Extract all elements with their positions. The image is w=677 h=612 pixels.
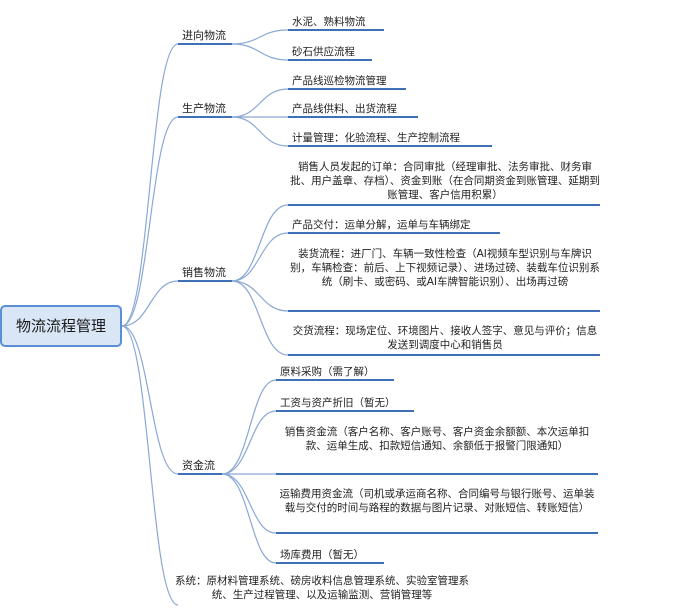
- production-item-metering: 计量管理：化验流程、生产控制流程: [292, 132, 460, 144]
- branch-inbound-logistics: 进向物流: [182, 29, 226, 42]
- production-item-supply: 产品线供料、出货流程: [292, 103, 397, 115]
- sales-item-order: 销售人员发起的订单：合同审批（经理审批、法务审批、财务审批、用户盖章、存档）、资…: [290, 161, 600, 201]
- connector-root-branch-3: [121, 280, 179, 327]
- connector-root-branch-2: [121, 116, 179, 327]
- production-item-inspection: 产品线巡检物流管理: [292, 75, 387, 87]
- inbound-item-cement: 水泥、熟料物流: [292, 16, 366, 28]
- system-note: 系统：原材料管理系统、磅房收料信息管理系统、实验室管理系统、生产过程管理、以及运…: [175, 575, 469, 601]
- cash-item-transport-funds: 运输费用资金流（司机或承运商名称、合同编号与银行账号、运单装载与交付的时间与路程…: [279, 488, 595, 514]
- branch-sales-logistics: 销售物流: [182, 266, 226, 279]
- sales-item-delivery: 产品交付：运单分解，运单与车辆绑定: [292, 219, 471, 231]
- branch-production-logistics: 生产物流: [182, 102, 226, 115]
- cash-item-sales-funds: 销售资金流（客户名称、客户账号、客户资金余额额、本次运单扣款、运单生成、扣款短信…: [284, 426, 590, 452]
- cash-item-warehouse: 场库费用（暂无）: [280, 549, 364, 561]
- connector-root-system: [121, 325, 179, 606]
- connector-root-branch-4: [121, 325, 179, 475]
- cash-item-wages: 工资与资产折旧（暂无）: [280, 397, 396, 409]
- cash-item-raw-purchase: 原料采购（需了解）: [280, 366, 375, 378]
- inbound-item-gravel: 砂石供应流程: [292, 46, 355, 58]
- connector-root-branch-1: [121, 43, 179, 327]
- sales-item-loading: 装货流程：进厂门、车辆一致性检查（AI视频车型识别与车牌识别，车辆检查：前后、上…: [290, 248, 600, 288]
- root-node: 物流流程管理: [0, 305, 122, 347]
- sales-item-handover: 交货流程：现场定位、环境图片、接收人签字、意见与评价；信息发送到调度中心和销售员: [292, 325, 598, 351]
- branch-cash-flow: 资金流: [182, 459, 215, 472]
